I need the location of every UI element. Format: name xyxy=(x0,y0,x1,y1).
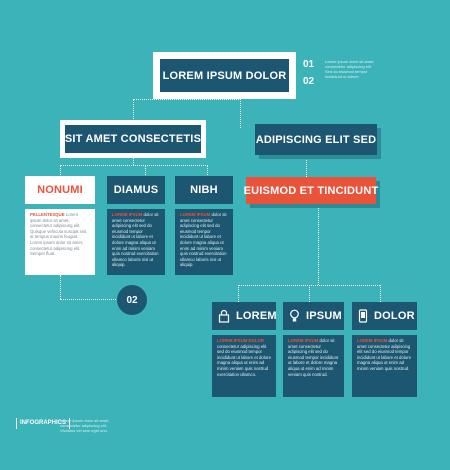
lorem-title: LOREM xyxy=(236,310,277,322)
sit-amet-title: SIT AMET CONSECTETIS xyxy=(64,133,202,145)
dolor-highlight: LOREM IPSUM xyxy=(357,338,388,343)
footer-note: Lorem ipsum dolor sit amet, consectetur … xyxy=(60,418,110,433)
diamus-body: LOREM IPSUM dolor sit amet consectetur a… xyxy=(107,209,165,275)
adipiscing-box: ADIPISCING ELIT SED xyxy=(255,124,377,155)
nibh-highlight: LOREM IPSUM xyxy=(180,212,211,217)
sit-amet-box: SIT AMET CONSECTETIS xyxy=(65,125,201,153)
lorem-text: consectetur adipiscing elit sed do eiusm… xyxy=(217,343,271,377)
connector-adipiscing-euismod xyxy=(306,157,307,177)
lightbulb-icon xyxy=(289,309,300,323)
lorem-highlight: LOREM IPSUM DOLOR xyxy=(217,338,265,343)
nibh-body: LOREM IPSUM dolor sit amet consectetur a… xyxy=(175,209,233,275)
top-note: Lorem ipsum dolor sit amet, consectetur … xyxy=(325,59,375,79)
connector-top-left xyxy=(133,99,134,121)
top-box: LOREM IPSUM DOLOR xyxy=(160,59,289,92)
connector-sit-down xyxy=(133,157,134,165)
connector-diamus xyxy=(145,165,146,177)
connector-nonumi xyxy=(60,165,61,177)
lorem-header: LOREM xyxy=(212,302,277,330)
nonumi-title: NONUMI xyxy=(37,184,83,196)
ipsum-text: dolor sit amet consectetur adipiscing el… xyxy=(288,338,339,377)
nibh-text: dolor sit amet consectetur adipiscing el… xyxy=(180,212,227,268)
euismod-title: EUISMOD ET TINCIDUNT xyxy=(243,184,379,197)
ipsum-highlight: LOREM IPSUM xyxy=(288,338,319,343)
top-box-title: LOREM IPSUM DOLOR xyxy=(162,69,287,82)
connector-top-horizontal xyxy=(133,99,241,100)
nonumi-body: PELLENTESQUE Lorem ipsum dolor sit amet,… xyxy=(25,209,95,275)
nibh-title: NIBH xyxy=(190,184,218,196)
step-numbers: 01 02 xyxy=(303,56,314,90)
lorem-body: LOREM IPSUM DOLOR consectetur adipiscing… xyxy=(212,335,276,397)
mobile-phone-icon xyxy=(358,309,368,323)
connector-top-right xyxy=(240,99,241,128)
connector-lorem xyxy=(238,285,239,302)
nonumi-text: Lorem ipsum dolor sit amet, consectetur … xyxy=(30,212,88,257)
connector-nibh xyxy=(207,165,208,177)
diamus-highlight: LOREM IPSUM xyxy=(112,212,143,217)
footer-logo: INFOGRAPHICS xyxy=(16,418,71,429)
dolor-body: LOREM IPSUM dolor sit amet consectetur a… xyxy=(352,335,417,397)
nibh-header: NIBH xyxy=(175,176,233,204)
diamus-text: dolor sit amet consectetur adipiscing el… xyxy=(112,212,159,268)
step-number-02: 02 xyxy=(303,76,315,87)
nonumi-header: NONUMI xyxy=(25,176,95,204)
dolor-text: dolor sit amet consectetur adipiscing el… xyxy=(357,338,411,371)
ipsum-body: LOREM IPSUM dolor sit amet consectetur a… xyxy=(283,335,344,397)
euismod-header: EUISMOD ET TINCIDUNT xyxy=(243,177,379,204)
ipsum-title: IPSUM xyxy=(306,310,342,322)
dolor-title: DOLOR xyxy=(374,310,415,322)
connector-ipsum xyxy=(309,285,310,302)
connector-dolor xyxy=(380,285,381,302)
ipsum-header: IPSUM xyxy=(283,302,344,330)
dolor-header: DOLOR xyxy=(352,302,417,330)
diamus-title: DIAMUS xyxy=(113,184,159,196)
step-circle-label: 02 xyxy=(126,294,138,306)
nonumi-highlight: PELLENTESQUE xyxy=(30,212,65,217)
connector-level3-horizontal xyxy=(60,165,208,166)
connector-euismod-down xyxy=(318,205,319,285)
diamus-header: DIAMUS xyxy=(107,176,165,204)
step-circle: 02 xyxy=(117,285,147,315)
connector-nonumi-circle xyxy=(60,275,61,299)
connector-circle-horizontal xyxy=(60,299,120,300)
lock-icon xyxy=(218,309,230,323)
adipiscing-title: ADIPISCING ELIT SED xyxy=(255,133,377,146)
step-number-01: 01 xyxy=(303,59,315,70)
